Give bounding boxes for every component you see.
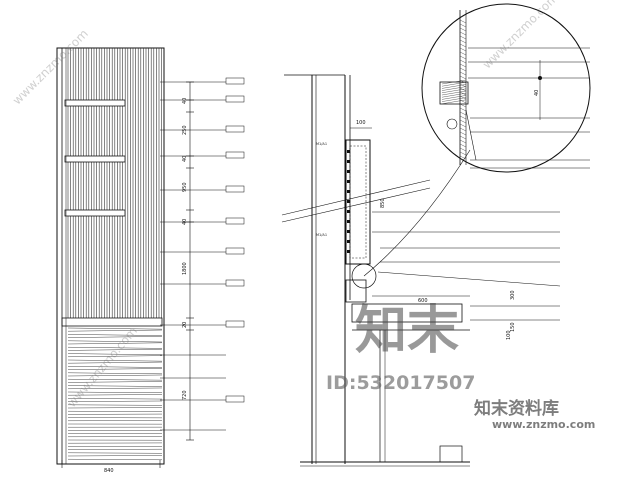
dim-label: 250 xyxy=(182,125,188,135)
dim-label: 720 xyxy=(182,390,188,400)
leader-lines xyxy=(160,81,226,431)
shelf-band xyxy=(64,209,126,217)
detail-circle xyxy=(421,3,591,173)
counter-band xyxy=(61,317,163,327)
shelf-band xyxy=(64,99,126,107)
dim-label: 40 xyxy=(182,156,188,162)
note-tags xyxy=(225,77,245,403)
left-elevation: 840 40 250 40 950 40 1800 20 720 xyxy=(56,47,226,474)
section-dim-label: 150 xyxy=(510,322,516,332)
section-view xyxy=(281,74,561,467)
width-dimension-label: 840 xyxy=(104,468,114,474)
section-callout: M1/A1 xyxy=(316,142,327,146)
dim-label: 1800 xyxy=(182,262,188,275)
section-dim-label: 850 xyxy=(380,198,386,208)
shelf-band xyxy=(64,155,126,163)
section-dim-label: 600 xyxy=(418,298,428,304)
section-callout: M1/A1 xyxy=(316,233,327,237)
dim-label: 950 xyxy=(182,182,188,192)
detail-point xyxy=(538,76,542,80)
dim-label: 40 xyxy=(182,219,188,225)
section-dim-label: 100 xyxy=(506,330,512,340)
section-dim-label: 300 xyxy=(510,290,516,300)
dim-label: 40 xyxy=(182,98,188,104)
cabinet-fixings xyxy=(347,150,350,253)
horizontal-grain-hatch xyxy=(67,327,163,461)
detail-hatch xyxy=(441,19,467,160)
detail-dim-label: 40 xyxy=(534,90,540,96)
vertical-panel-hatch xyxy=(67,48,162,318)
dim-label: 20 xyxy=(182,322,188,328)
section-dim-label: 100 xyxy=(356,120,366,126)
